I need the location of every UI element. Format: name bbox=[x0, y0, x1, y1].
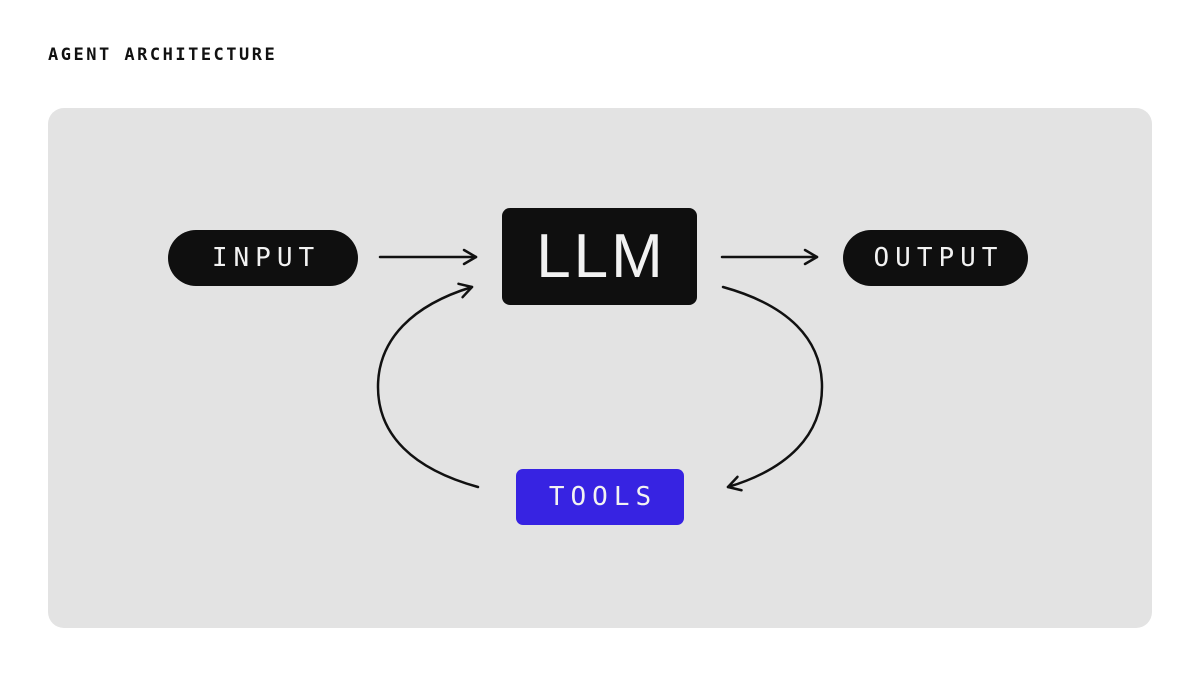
node-output-label: OUTPUT bbox=[873, 243, 1004, 273]
node-output: OUTPUT bbox=[843, 230, 1028, 286]
node-llm: LLM bbox=[502, 208, 697, 305]
diagram-edges bbox=[376, 248, 824, 492]
node-input-label: INPUT bbox=[211, 243, 321, 273]
node-tools-label: TOOLS bbox=[548, 482, 658, 512]
node-input: INPUT bbox=[168, 230, 358, 286]
diagram-canvas: INPUT LLM OUTPUT TOOLS bbox=[48, 108, 1152, 628]
edge-llm-to-tools bbox=[721, 285, 824, 492]
node-tools: TOOLS bbox=[516, 469, 684, 525]
edge-tools-to-llm bbox=[376, 282, 480, 489]
page-title: AGENT ARCHITECTURE bbox=[48, 45, 278, 65]
node-llm-label: LLM bbox=[536, 222, 666, 291]
